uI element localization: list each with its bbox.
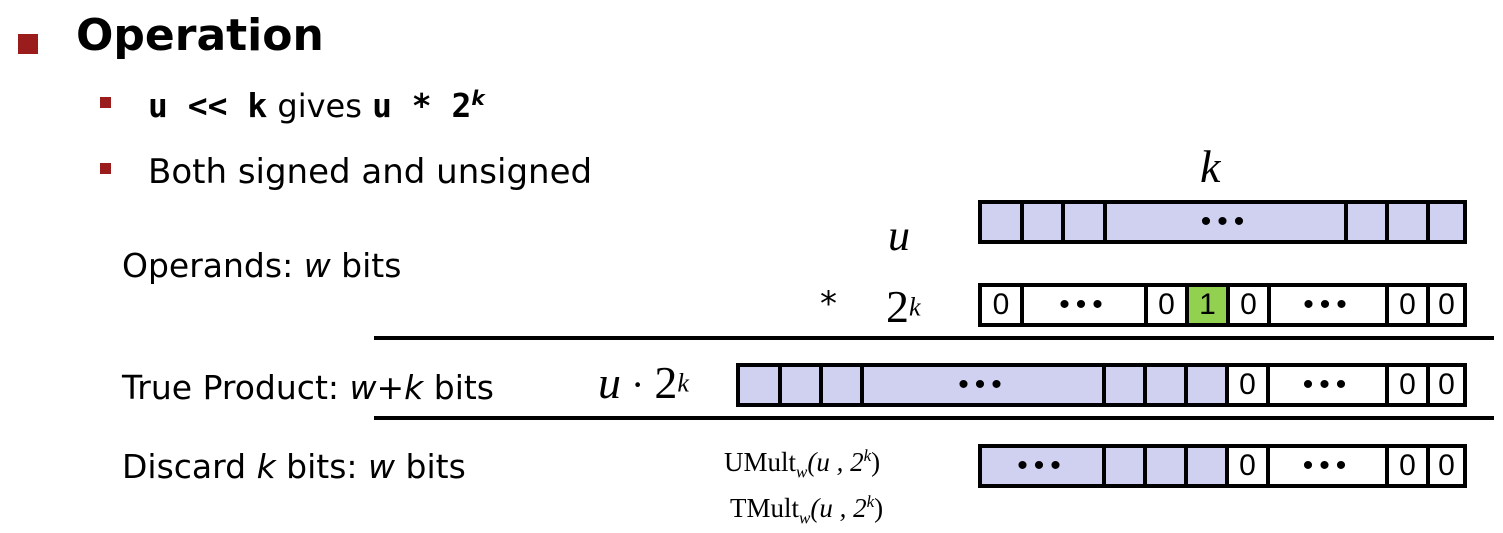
umult-sub: w	[796, 462, 808, 482]
true-suffix: bits	[423, 368, 495, 407]
pow2-bit: 0	[1158, 288, 1175, 321]
page-title: Operation	[76, 10, 324, 61]
product-register: ••• 0 ••• 0 0	[736, 363, 1467, 407]
pow2-bit: 0	[992, 288, 1010, 321]
heading-bullet-icon	[18, 34, 38, 54]
gives-text: gives	[267, 87, 373, 125]
code-mult: u * 2	[372, 86, 472, 125]
result-bit: 0	[1430, 448, 1463, 484]
product-bit: 0	[1389, 367, 1426, 403]
u-register: •••	[978, 200, 1467, 244]
multiply-sign: *	[820, 284, 837, 324]
true-prefix: True Product:	[122, 368, 350, 407]
product-dot: ·	[621, 362, 655, 407]
product-u: u	[598, 357, 621, 408]
product-exp: k	[677, 368, 689, 398]
result-bit: 0	[1229, 448, 1266, 484]
pow2-bit-one: 1	[1189, 287, 1226, 323]
pow2-bit: 0	[1438, 288, 1455, 321]
result-zero-dots: •••	[1270, 448, 1385, 484]
umult-main: UMult	[724, 447, 797, 477]
discard-mid: bits:	[275, 447, 369, 486]
product-bit: 0	[1229, 367, 1266, 403]
true-product-label: True Product: w+k bits	[122, 368, 494, 407]
tmult-args: (u , 2	[810, 493, 867, 523]
discard-suffix: bits	[395, 447, 466, 486]
operands-suffix: bits	[330, 246, 402, 285]
pow2-dots: •••	[1059, 288, 1109, 321]
bullet-shift-rule: u << k gives u * 2k	[148, 86, 485, 125]
umult-label: UMultw(u , 2k)	[724, 446, 880, 482]
discard-w: w	[368, 447, 396, 486]
umult-args: (u , 2	[807, 447, 864, 477]
operands-label: Operands: w bits	[122, 246, 401, 285]
discard-k: k	[256, 447, 276, 486]
discard-prefix: Discard	[122, 447, 257, 486]
operands-w: w	[303, 246, 331, 285]
separator-line	[374, 416, 1494, 420]
tmult-sub: w	[799, 508, 811, 528]
tmult-sup: k	[866, 492, 875, 511]
product-zero-dots: •••	[1270, 367, 1385, 403]
result-dots: •••	[1017, 449, 1067, 482]
pow2-bit: 0	[1240, 288, 1257, 321]
exponent-k: k	[471, 86, 485, 110]
pow2-label: 2k	[886, 280, 921, 333]
result-register: ••• 0 ••• 0 0	[978, 444, 1467, 488]
u-dots: •••	[1200, 205, 1251, 238]
pow2-bit: 0	[1399, 288, 1416, 321]
bullet-signed-unsigned: Both signed and unsigned	[148, 152, 593, 192]
u-label: u	[888, 211, 910, 260]
true-wk: w+k	[349, 368, 424, 407]
umult-close: )	[871, 447, 881, 477]
tmult-label: TMultw(u , 2k)	[730, 492, 883, 528]
operands-prefix: Operands:	[122, 246, 304, 285]
bullet-icon	[100, 97, 111, 108]
separator-line	[374, 336, 1494, 340]
discard-label: Discard k bits: w bits	[122, 447, 466, 486]
product-bit: 0	[1430, 367, 1463, 403]
pow2-exp: k	[909, 292, 921, 322]
code-shift: u << k	[148, 86, 268, 125]
pow2-base: 2	[886, 281, 909, 332]
umult-sup: k	[863, 446, 872, 465]
k-label: k	[1200, 141, 1221, 192]
pow2-dots: •••	[1303, 288, 1353, 321]
bullet-icon	[100, 163, 111, 174]
tmult-close: )	[874, 493, 884, 523]
tmult-main: TMult	[730, 493, 800, 523]
result-bit: 0	[1389, 448, 1426, 484]
product-expression: u · 2k	[598, 356, 689, 409]
pow2-register: 0 ••• 0 1 0 ••• 0 0	[978, 283, 1467, 327]
product-two: 2	[654, 357, 678, 408]
product-dots: •••	[958, 368, 1008, 401]
